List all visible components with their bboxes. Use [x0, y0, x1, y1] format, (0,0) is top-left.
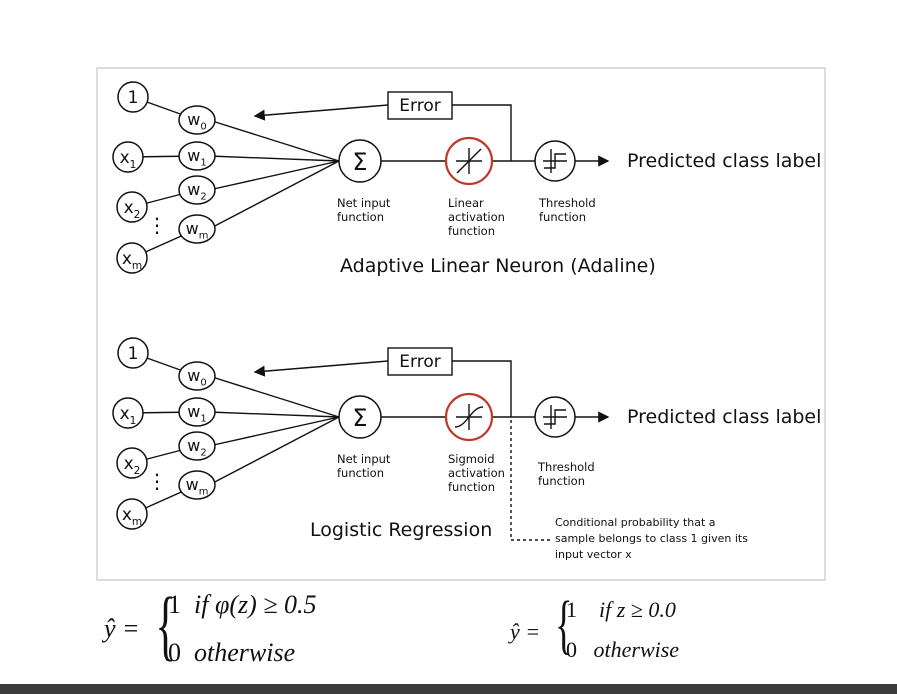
ellipsis-dots: ⋮: [147, 469, 167, 493]
linear-line-icon: [456, 148, 482, 174]
weight-sum-edge: [208, 155, 340, 162]
weight-sum-edge: [208, 160, 340, 191]
weight-node: [178, 214, 216, 244]
formula-right-case1: 1 if z ≥ 0.0: [566, 597, 676, 622]
step-function-icon: [544, 409, 566, 425]
formula-left-case2: 0 otherwise: [168, 638, 296, 667]
panel-caption: Adaptive Linear Neuron (Adaline): [340, 255, 656, 277]
weight-sum-edge: [208, 411, 340, 418]
input-node: [116, 242, 148, 274]
input-label: xm: [122, 249, 142, 272]
weight-label: w0: [187, 110, 206, 132]
predicted-class-label: Predicted class label: [627, 406, 821, 428]
input-label: x1: [120, 404, 137, 427]
net-input-node: [338, 395, 382, 439]
panel-caption: Logistic Regression: [310, 519, 492, 541]
formula-right-lhs: ŷ =: [510, 619, 541, 644]
weight-label: wm: [186, 219, 209, 241]
weight-node: [178, 141, 216, 171]
weight-label: w2: [187, 436, 206, 458]
input-label: 1: [128, 88, 139, 108]
weight-sum-edge: [208, 416, 340, 486]
error-path-right: [452, 104, 512, 161]
probability-annotation-connector: [510, 420, 550, 541]
weight-node: [178, 175, 216, 205]
sigmoid-curve-icon: [454, 406, 484, 428]
weight-label: w1: [187, 402, 206, 424]
weight-label: w0: [187, 366, 206, 388]
weight-sum-edge: [208, 416, 340, 447]
weight-sum-edge: [208, 375, 340, 418]
formula-right-brace: {: [555, 588, 573, 661]
weight-label: w2: [187, 180, 206, 202]
weight-sum-edge: [208, 119, 340, 162]
weight-node: [178, 105, 216, 135]
formula-right-case2: 0 otherwise: [566, 637, 680, 662]
error-feedback-arrow: [253, 360, 389, 377]
weight-label: w1: [187, 146, 206, 168]
weight-label: wm: [186, 475, 209, 497]
weight-node: [178, 470, 216, 500]
weight-node: [178, 361, 216, 391]
weight-node: [178, 431, 216, 461]
error-label: Error: [399, 352, 440, 372]
input-label: x2: [124, 198, 141, 221]
adaline-panel: Error 1 x1 x2 xm⋮ w0 w1 w2 wm Σ Predicted class la…: [112, 81, 821, 277]
weight-node: [178, 397, 216, 427]
formula-left-lhs: ŷ =: [104, 614, 140, 643]
formula-left-case1: 1 if φ(z) ≥ 0.5: [168, 590, 317, 619]
logistic-regression-panel: Error 1 x1 x2 xm⋮ w0 w1 w2 wm Σ Predicted class la…: [112, 337, 821, 561]
formula-left-brace: {: [155, 581, 177, 668]
input-node: [116, 447, 148, 479]
predicted-class-label: Predicted class label: [627, 150, 821, 172]
input-label: x1: [120, 148, 137, 171]
input-label: x2: [124, 454, 141, 477]
input-label: xm: [122, 505, 142, 528]
error-path-right: [452, 360, 512, 417]
error-box: [387, 91, 453, 120]
net-input-node: [338, 139, 382, 183]
sigma-symbol: Σ: [352, 148, 367, 176]
input-node: [112, 397, 144, 429]
input-node: [116, 498, 148, 530]
error-box: [387, 347, 453, 376]
step-function-icon: [544, 153, 566, 169]
error-feedback-arrow: [253, 104, 389, 121]
input-node: [116, 191, 148, 223]
error-label: Error: [399, 96, 440, 116]
input-node: [112, 141, 144, 173]
ellipsis-dots: ⋮: [147, 213, 167, 237]
weight-sum-edge: [208, 160, 340, 230]
input-label: 1: [128, 344, 139, 364]
bottom-bar: [0, 684, 897, 694]
input-node: [117, 337, 149, 369]
sigma-symbol: Σ: [352, 404, 367, 432]
input-node: [117, 81, 149, 113]
